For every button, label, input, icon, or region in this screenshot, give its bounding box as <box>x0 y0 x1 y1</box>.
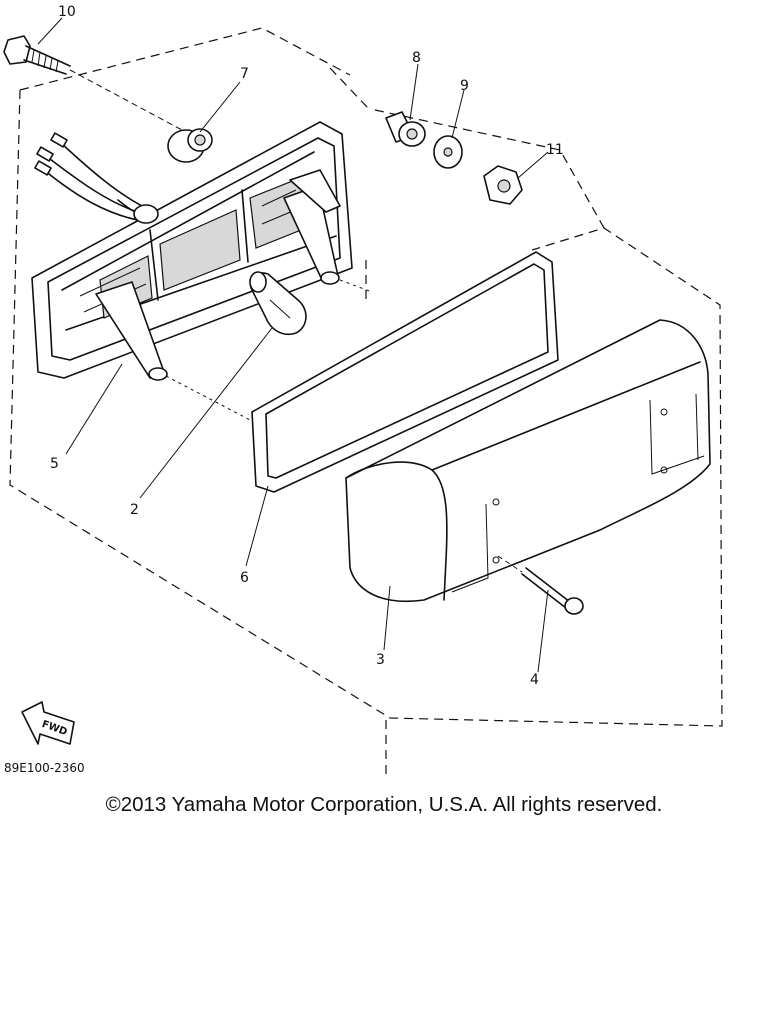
part-5-socket <box>95 169 341 381</box>
fwd-arrow-icon: FWD <box>21 701 75 745</box>
part-number-9: 9 <box>460 78 469 94</box>
part-10-screw <box>3 35 183 131</box>
assembly-boundary-lines <box>9 27 723 780</box>
diagram-code: 89E100-2360 <box>4 761 85 775</box>
leader-lines <box>37 17 549 673</box>
part-11-nut <box>483 165 523 205</box>
part-number-7: 7 <box>240 66 249 82</box>
part-number-3: 3 <box>376 652 385 668</box>
part-number-6: 6 <box>240 570 249 586</box>
part-4-screw <box>497 555 584 615</box>
part-7-grommet <box>167 128 213 163</box>
part-number-4: 4 <box>530 672 539 688</box>
part-number-labels: 10 7 8 9 11 5 2 6 3 4 <box>50 4 564 688</box>
part-3-lens <box>345 319 711 602</box>
part-6-gasket <box>251 251 559 493</box>
part-2-bulb <box>249 271 307 336</box>
part-number-10: 10 <box>58 4 76 20</box>
part-number-8: 8 <box>412 50 421 66</box>
alignment-lines <box>165 279 373 421</box>
part-8-collar <box>385 111 426 147</box>
wiring-harness <box>34 132 159 224</box>
part-9-washer <box>433 135 463 169</box>
copyright-notice: ©2013 Yamaha Motor Corporation, U.S.A. A… <box>105 793 663 816</box>
parts-exploded-diagram: 10 7 8 9 11 5 2 6 3 4 FWD 89E100-2360 <box>3 4 723 780</box>
part-number-2: 2 <box>130 502 139 518</box>
part-number-5: 5 <box>50 456 59 472</box>
part-number-11: 11 <box>546 142 564 158</box>
